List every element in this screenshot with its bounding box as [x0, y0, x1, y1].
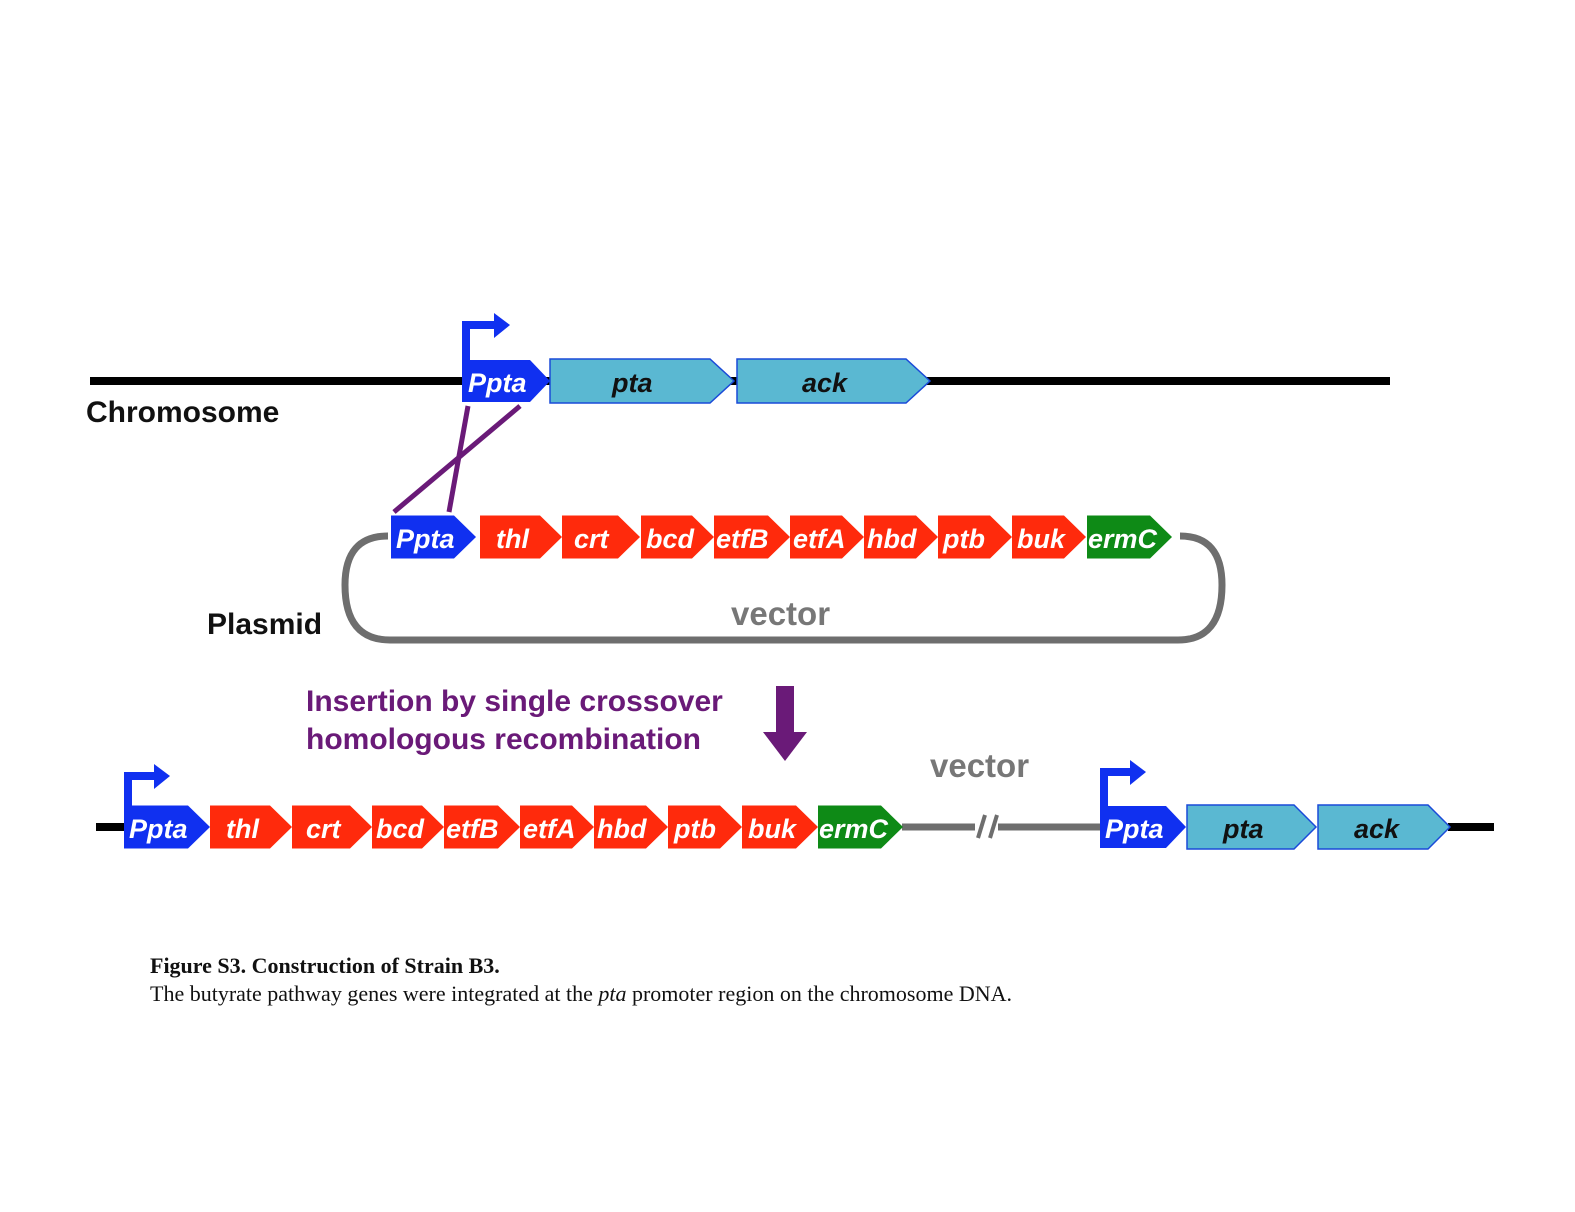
- gene-label-etfb-result: etfB: [446, 814, 499, 844]
- gene-bcd-result: [372, 805, 444, 849]
- promoter-arrow-icon: [124, 772, 156, 808]
- caption-text-end: promoter region on the chromosome DNA.: [626, 981, 1013, 1006]
- plasmid-vector-loop: [341, 532, 1226, 644]
- gene-ppta-result-left: [124, 805, 210, 849]
- caption-text-gene: pta: [598, 981, 627, 1006]
- gene-crt-plasmid: [562, 515, 640, 559]
- gene-etfa-result: [520, 805, 594, 849]
- gene-label-etfb-plasmid: etfB: [716, 524, 769, 554]
- caption-text-start: The butyrate pathway genes were integrat…: [150, 981, 599, 1006]
- gene-label-ppta-result-right: Ppta: [1105, 814, 1164, 844]
- gene-label-bcd-result: bcd: [376, 814, 425, 844]
- gene-ptb-plasmid: [938, 515, 1012, 559]
- gene-label-ack-result: ack: [1354, 814, 1401, 844]
- gene-label-thl-plasmid: thl: [496, 524, 529, 554]
- gene-label-ppta-chromosome: Ppta: [468, 368, 527, 398]
- promoter-arrow-head-icon: [1130, 760, 1146, 785]
- gene-pta-result: [1186, 804, 1318, 850]
- gene-bcd-plasmid: [641, 515, 714, 559]
- gene-label-thl-result: thl: [226, 814, 259, 844]
- gene-label-ack-chromosome: ack: [802, 368, 849, 398]
- gene-pta-chromosome: [549, 358, 736, 404]
- gene-label-ermc-plasmid: ermC: [1088, 524, 1158, 554]
- gene-label-crt-plasmid: crt: [574, 524, 610, 554]
- caption-title: Figure S3. Construction of Strain B3.: [150, 953, 500, 978]
- result-vector-label: vector: [930, 747, 1029, 784]
- gene-etfb-plasmid: [714, 515, 790, 559]
- down-arrow-icon: [763, 686, 807, 761]
- gene-buk-plasmid: [1012, 515, 1086, 559]
- gene-ppta-plasmid: [391, 515, 476, 559]
- gene-label-ptb-result: ptb: [673, 814, 716, 844]
- gene-label-buk-plasmid: buk: [1017, 524, 1067, 554]
- gene-ermc-plasmid: [1087, 515, 1172, 559]
- gene-label-crt-result: crt: [306, 814, 342, 844]
- caption-text: The butyrate pathway genes were integrat…: [150, 980, 1350, 1008]
- promoter-arrow-icon: [462, 321, 496, 362]
- plasmid-vector-label: vector: [731, 595, 830, 632]
- gene-label-buk-result: buk: [748, 814, 798, 844]
- gene-label-ppta-result-left: Ppta: [129, 814, 188, 844]
- crossover-line-2: [392, 404, 522, 514]
- gene-label-hbd-result: hbd: [597, 814, 647, 844]
- chromosome-label: Chromosome: [86, 396, 279, 429]
- gene-buk-result: [742, 805, 818, 849]
- figure-caption: Figure S3. Construction of Strain B3. Th…: [150, 952, 1350, 1008]
- plasmid-label: Plasmid: [207, 608, 322, 641]
- gene-ppta-result-right: [1100, 806, 1186, 848]
- gene-label-ermc-result: ermC: [819, 814, 889, 844]
- gene-label-pta-result: pta: [1222, 814, 1264, 844]
- event-label-line1: Insertion by single crossover: [306, 685, 723, 718]
- promoter-arrow-icon: [1100, 768, 1132, 808]
- gene-etfb-result: [444, 805, 520, 849]
- gene-label-bcd-plasmid: bcd: [646, 524, 695, 554]
- gene-label-ppta-plasmid: Ppta: [396, 524, 455, 554]
- gene-hbd-result: [594, 805, 668, 849]
- gene-label-hbd-plasmid: hbd: [867, 524, 917, 554]
- promoter-arrow-head-icon: [494, 313, 510, 338]
- gene-label-pta-chromosome: pta: [611, 368, 653, 398]
- gene-ermc-result: [818, 805, 903, 849]
- gene-ack-chromosome: [736, 358, 932, 404]
- event-label-line2: homologous recombination: [306, 723, 701, 756]
- gene-ptb-result: [668, 805, 742, 849]
- gene-ack-result: [1317, 804, 1452, 850]
- gene-crt-result: [292, 805, 372, 849]
- gene-ppta-chromosome: [462, 360, 550, 402]
- gene-thl-plasmid: [480, 515, 562, 559]
- gene-label-etfa-result: etfA: [523, 814, 576, 844]
- gene-hbd-plasmid: [864, 515, 938, 559]
- gene-etfa-plasmid: [790, 515, 864, 559]
- gene-label-etfa-plasmid: etfA: [793, 524, 846, 554]
- promoter-arrow-head-icon: [154, 764, 170, 789]
- gene-label-ptb-plasmid: ptb: [942, 524, 985, 554]
- gene-thl-result: [210, 805, 292, 849]
- construction-diagram: Chromosome Ppta pta ack Plasmid vector P…: [86, 313, 1494, 850]
- break-marks-icon: [976, 814, 999, 839]
